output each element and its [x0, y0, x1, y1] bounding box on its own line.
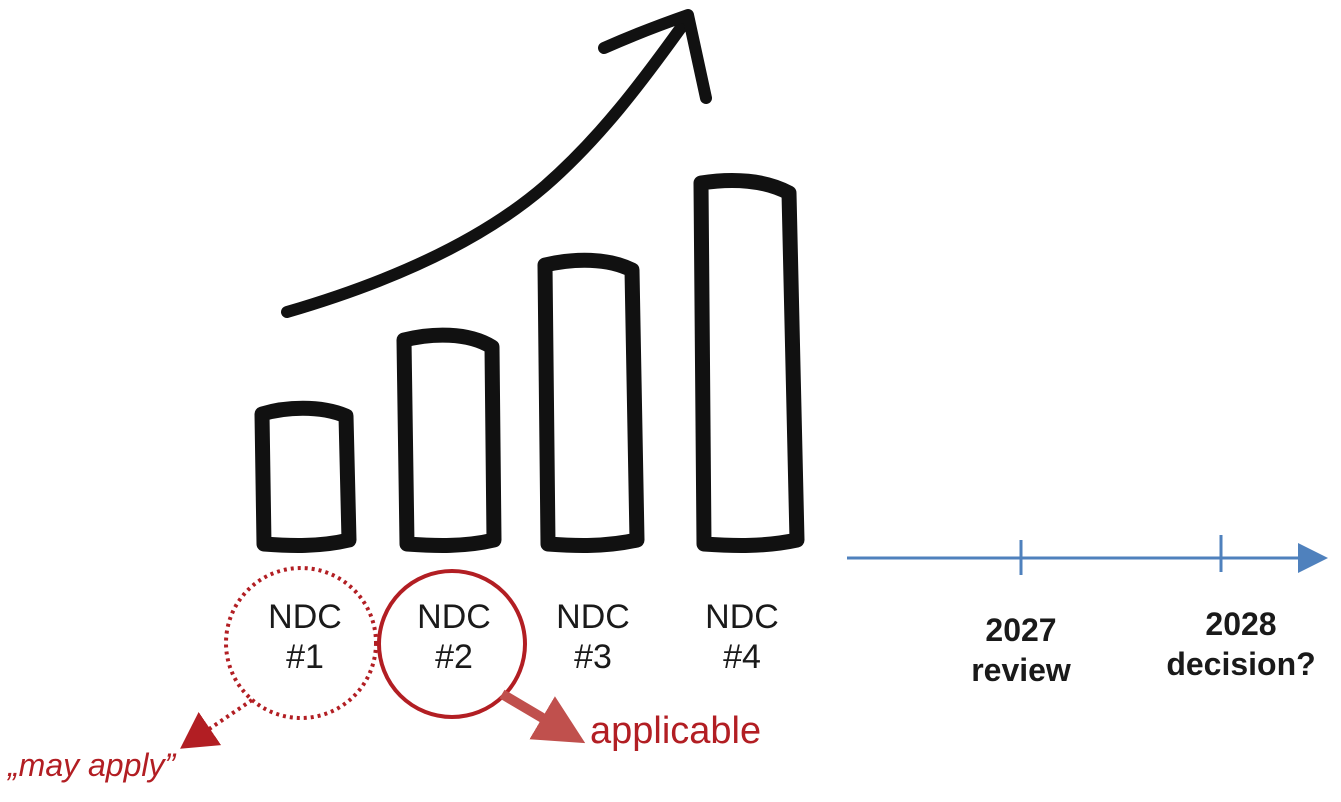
- bar-4-label-line2: #4: [723, 638, 761, 676]
- bar-3-label-line2: #3: [574, 638, 612, 676]
- may-apply-marker: [180, 566, 378, 749]
- timeline-2027-caption: review: [971, 652, 1071, 688]
- bar-1-label-line1: NDC: [268, 598, 342, 636]
- bar-4: [693, 172, 805, 553]
- bar-label-ndc-3: NDC #3: [543, 597, 643, 677]
- bar-2-label-line1: NDC: [417, 598, 491, 636]
- bar-3: [537, 252, 645, 553]
- bar-1-label-line2: #1: [286, 638, 324, 676]
- bar-label-ndc-1: NDC #1: [255, 597, 355, 677]
- bar-3-label-line1: NDC: [556, 598, 630, 636]
- bar-2: [396, 327, 502, 553]
- bar-label-ndc-4: NDC #4: [692, 597, 792, 677]
- timeline: [847, 535, 1328, 575]
- bar-1: [254, 400, 357, 553]
- applicable-marker: [377, 569, 586, 744]
- bar-label-ndc-2: NDC #2: [404, 597, 504, 677]
- timeline-2028-caption: decision?: [1166, 646, 1316, 682]
- applicable-note: applicable: [590, 710, 762, 752]
- timeline-2028-year: 2028: [1205, 606, 1277, 642]
- bar-4-label-line1: NDC: [705, 598, 779, 636]
- bar-2-label-line2: #2: [435, 638, 473, 676]
- may-apply-note: „may apply”: [8, 747, 176, 783]
- timeline-label-2027: 2027 review: [951, 610, 1091, 690]
- timeline-2027-year: 2027: [985, 612, 1057, 648]
- trend-arrow: [281, 9, 712, 318]
- timeline-label-2028: 2028 decision?: [1146, 604, 1336, 684]
